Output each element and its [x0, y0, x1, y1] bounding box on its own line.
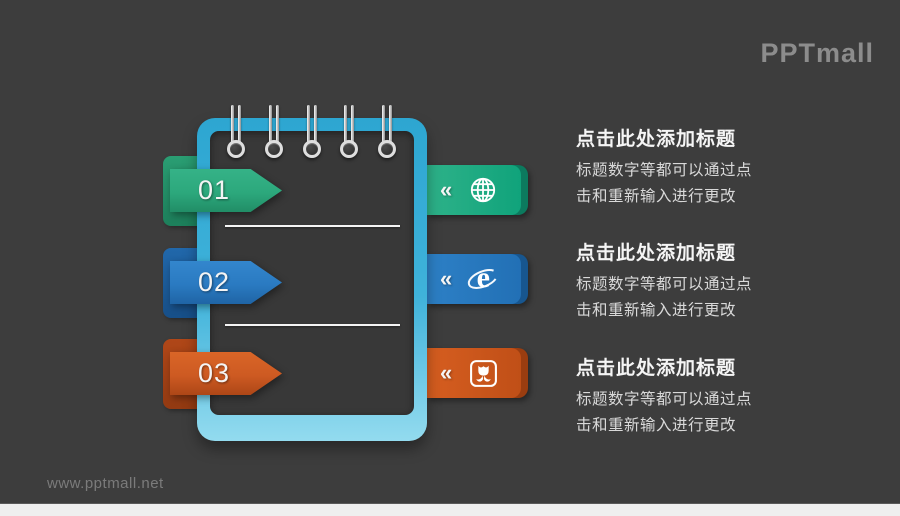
- pptmall-logo: PPTmall: [760, 38, 874, 68]
- text-block-1[interactable]: 点击此处添加标题 标题数字等都可以通过点 击和重新输入进行更改: [576, 124, 806, 210]
- block-body[interactable]: 标题数字等都可以通过点 击和重新输入进行更改: [576, 158, 806, 210]
- body-line-1: 标题数字等都可以通过点: [576, 276, 753, 293]
- body-line-2: 击和重新输入进行更改: [576, 188, 737, 205]
- globe-icon: [466, 173, 500, 207]
- double-left-chevron-icon: «: [440, 177, 453, 202]
- spiral-ring-icon: [340, 105, 358, 159]
- block-title[interactable]: 点击此处添加标题: [576, 129, 737, 150]
- number-tab-03[interactable]: 03: [170, 352, 282, 395]
- number-tab-01[interactable]: 01: [170, 169, 282, 212]
- page-rule-line-1: [225, 225, 400, 227]
- double-left-chevron-icon: «: [440, 360, 453, 385]
- text-block-2[interactable]: 点击此处添加标题 标题数字等都可以通过点 击和重新输入进行更改: [576, 238, 806, 324]
- number-tab-02[interactable]: 02: [170, 261, 282, 304]
- ie-browser-icon: e: [466, 262, 500, 296]
- double-left-chevron-icon: «: [440, 266, 453, 291]
- body-line-1: 标题数字等都可以通过点: [576, 162, 753, 179]
- tab-number-label: 02: [198, 267, 231, 297]
- page-rule-line-2: [225, 324, 400, 326]
- block-body[interactable]: 标题数字等都可以通过点 击和重新输入进行更改: [576, 272, 806, 324]
- spiral-ring-icon: [378, 105, 396, 159]
- block-body[interactable]: 标题数字等都可以通过点 击和重新输入进行更改: [576, 387, 806, 439]
- right-tab-photo[interactable]: «: [427, 348, 521, 398]
- right-tab-globe[interactable]: «: [427, 165, 521, 215]
- body-line-2: 击和重新输入进行更改: [576, 417, 737, 434]
- spiral-ring-icon: [303, 105, 321, 159]
- right-tab-browser[interactable]: « e: [427, 254, 521, 304]
- block-title[interactable]: 点击此处添加标题: [576, 243, 737, 264]
- slide-bottom-edge: [0, 503, 900, 516]
- tab-number-label: 03: [198, 358, 231, 388]
- spiral-ring-icon: [227, 105, 245, 159]
- spiral-ring-icon: [265, 105, 283, 159]
- tulip-icon: [466, 356, 500, 390]
- text-block-3[interactable]: 点击此处添加标题 标题数字等都可以通过点 击和重新输入进行更改: [576, 353, 806, 439]
- block-title[interactable]: 点击此处添加标题: [576, 358, 737, 379]
- body-line-1: 标题数字等都可以通过点: [576, 391, 753, 408]
- body-line-2: 击和重新输入进行更改: [576, 302, 737, 319]
- tab-number-label: 01: [198, 175, 231, 205]
- watermark-url: www.pptmall.net: [47, 475, 164, 492]
